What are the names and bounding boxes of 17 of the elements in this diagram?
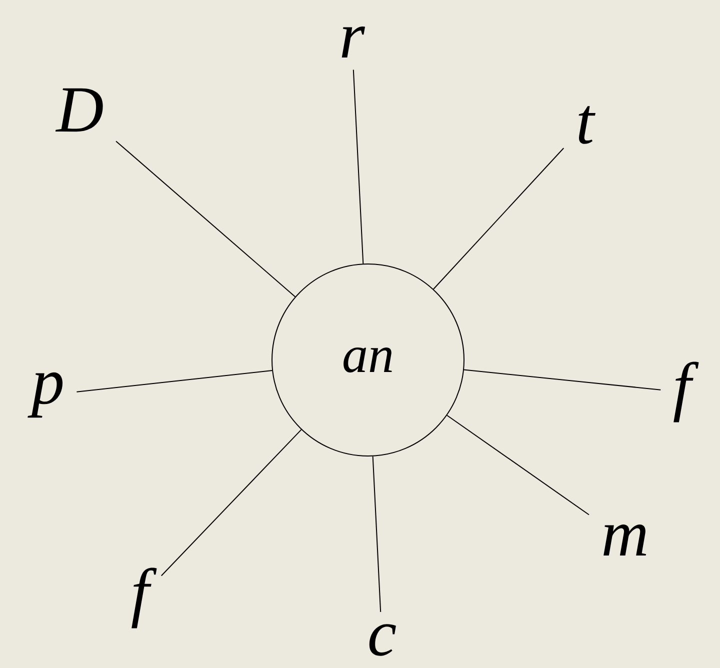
letter-label: f: [132, 568, 157, 628]
letter-label: c: [369, 624, 396, 656]
letter-label: D: [55, 88, 103, 132]
circle-node: an: [272, 264, 464, 456]
line: [432, 148, 564, 290]
line: [372, 456, 382, 612]
letter-label: p: [28, 372, 62, 418]
line: [116, 140, 296, 298]
line: [446, 414, 590, 516]
letter-label: m: [604, 524, 646, 556]
line: [160, 429, 302, 576]
line: [352, 69, 364, 264]
line: [76, 370, 273, 392]
letter-label: r: [342, 26, 366, 58]
line: [464, 369, 662, 390]
letter-label: t: [578, 106, 596, 144]
letter-label: f: [674, 362, 699, 422]
